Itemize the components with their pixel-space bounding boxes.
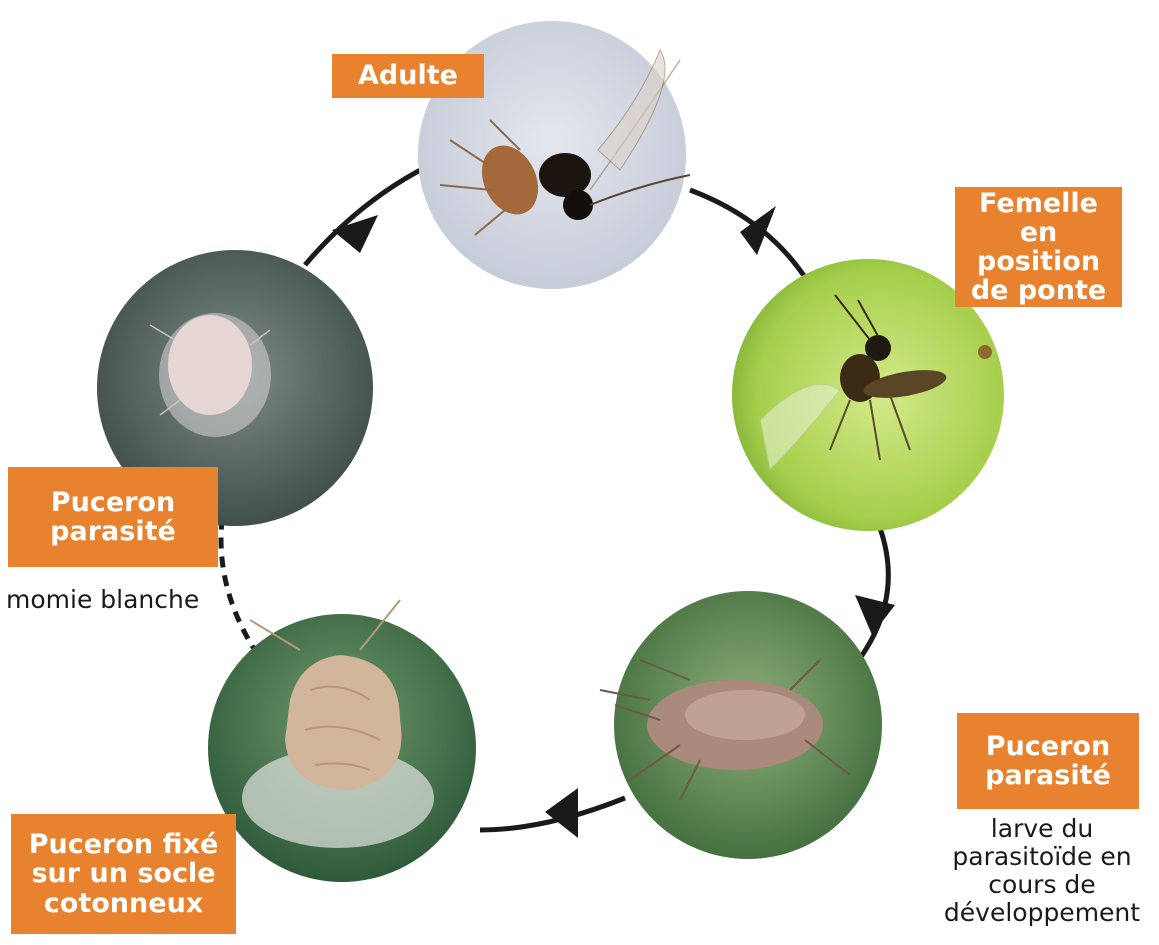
stage-label-mummy: Puceron parasité [8,467,218,567]
stage-label-female-laying: Femelle en position de ponte [955,187,1122,307]
arrowhead-adult-to-female [740,206,776,255]
stage-label-parasitized-aphid: Puceron parasité [957,713,1139,809]
caption-white-mummy: momie blanche [6,586,221,614]
cycle-arc-cotton-to-mummy [221,520,258,655]
caption-larva-development: larve du parasitoïde en cours de dévelop… [925,815,1159,927]
aphid-cotton-photo [208,600,476,882]
stage-label-adult: Adulte [332,54,484,98]
parasitized-aphid-photo [600,591,882,859]
arrowhead-female-to-aphid [855,595,895,635]
arrowhead-aphid-to-cotton [545,788,578,838]
cycle-arc-mummy-to-adult [305,165,430,265]
arrowhead-mummy-to-adult [332,215,378,253]
stage-label-aphid-cotton-base: Puceron fixé sur un socle cotonneux [11,814,236,934]
